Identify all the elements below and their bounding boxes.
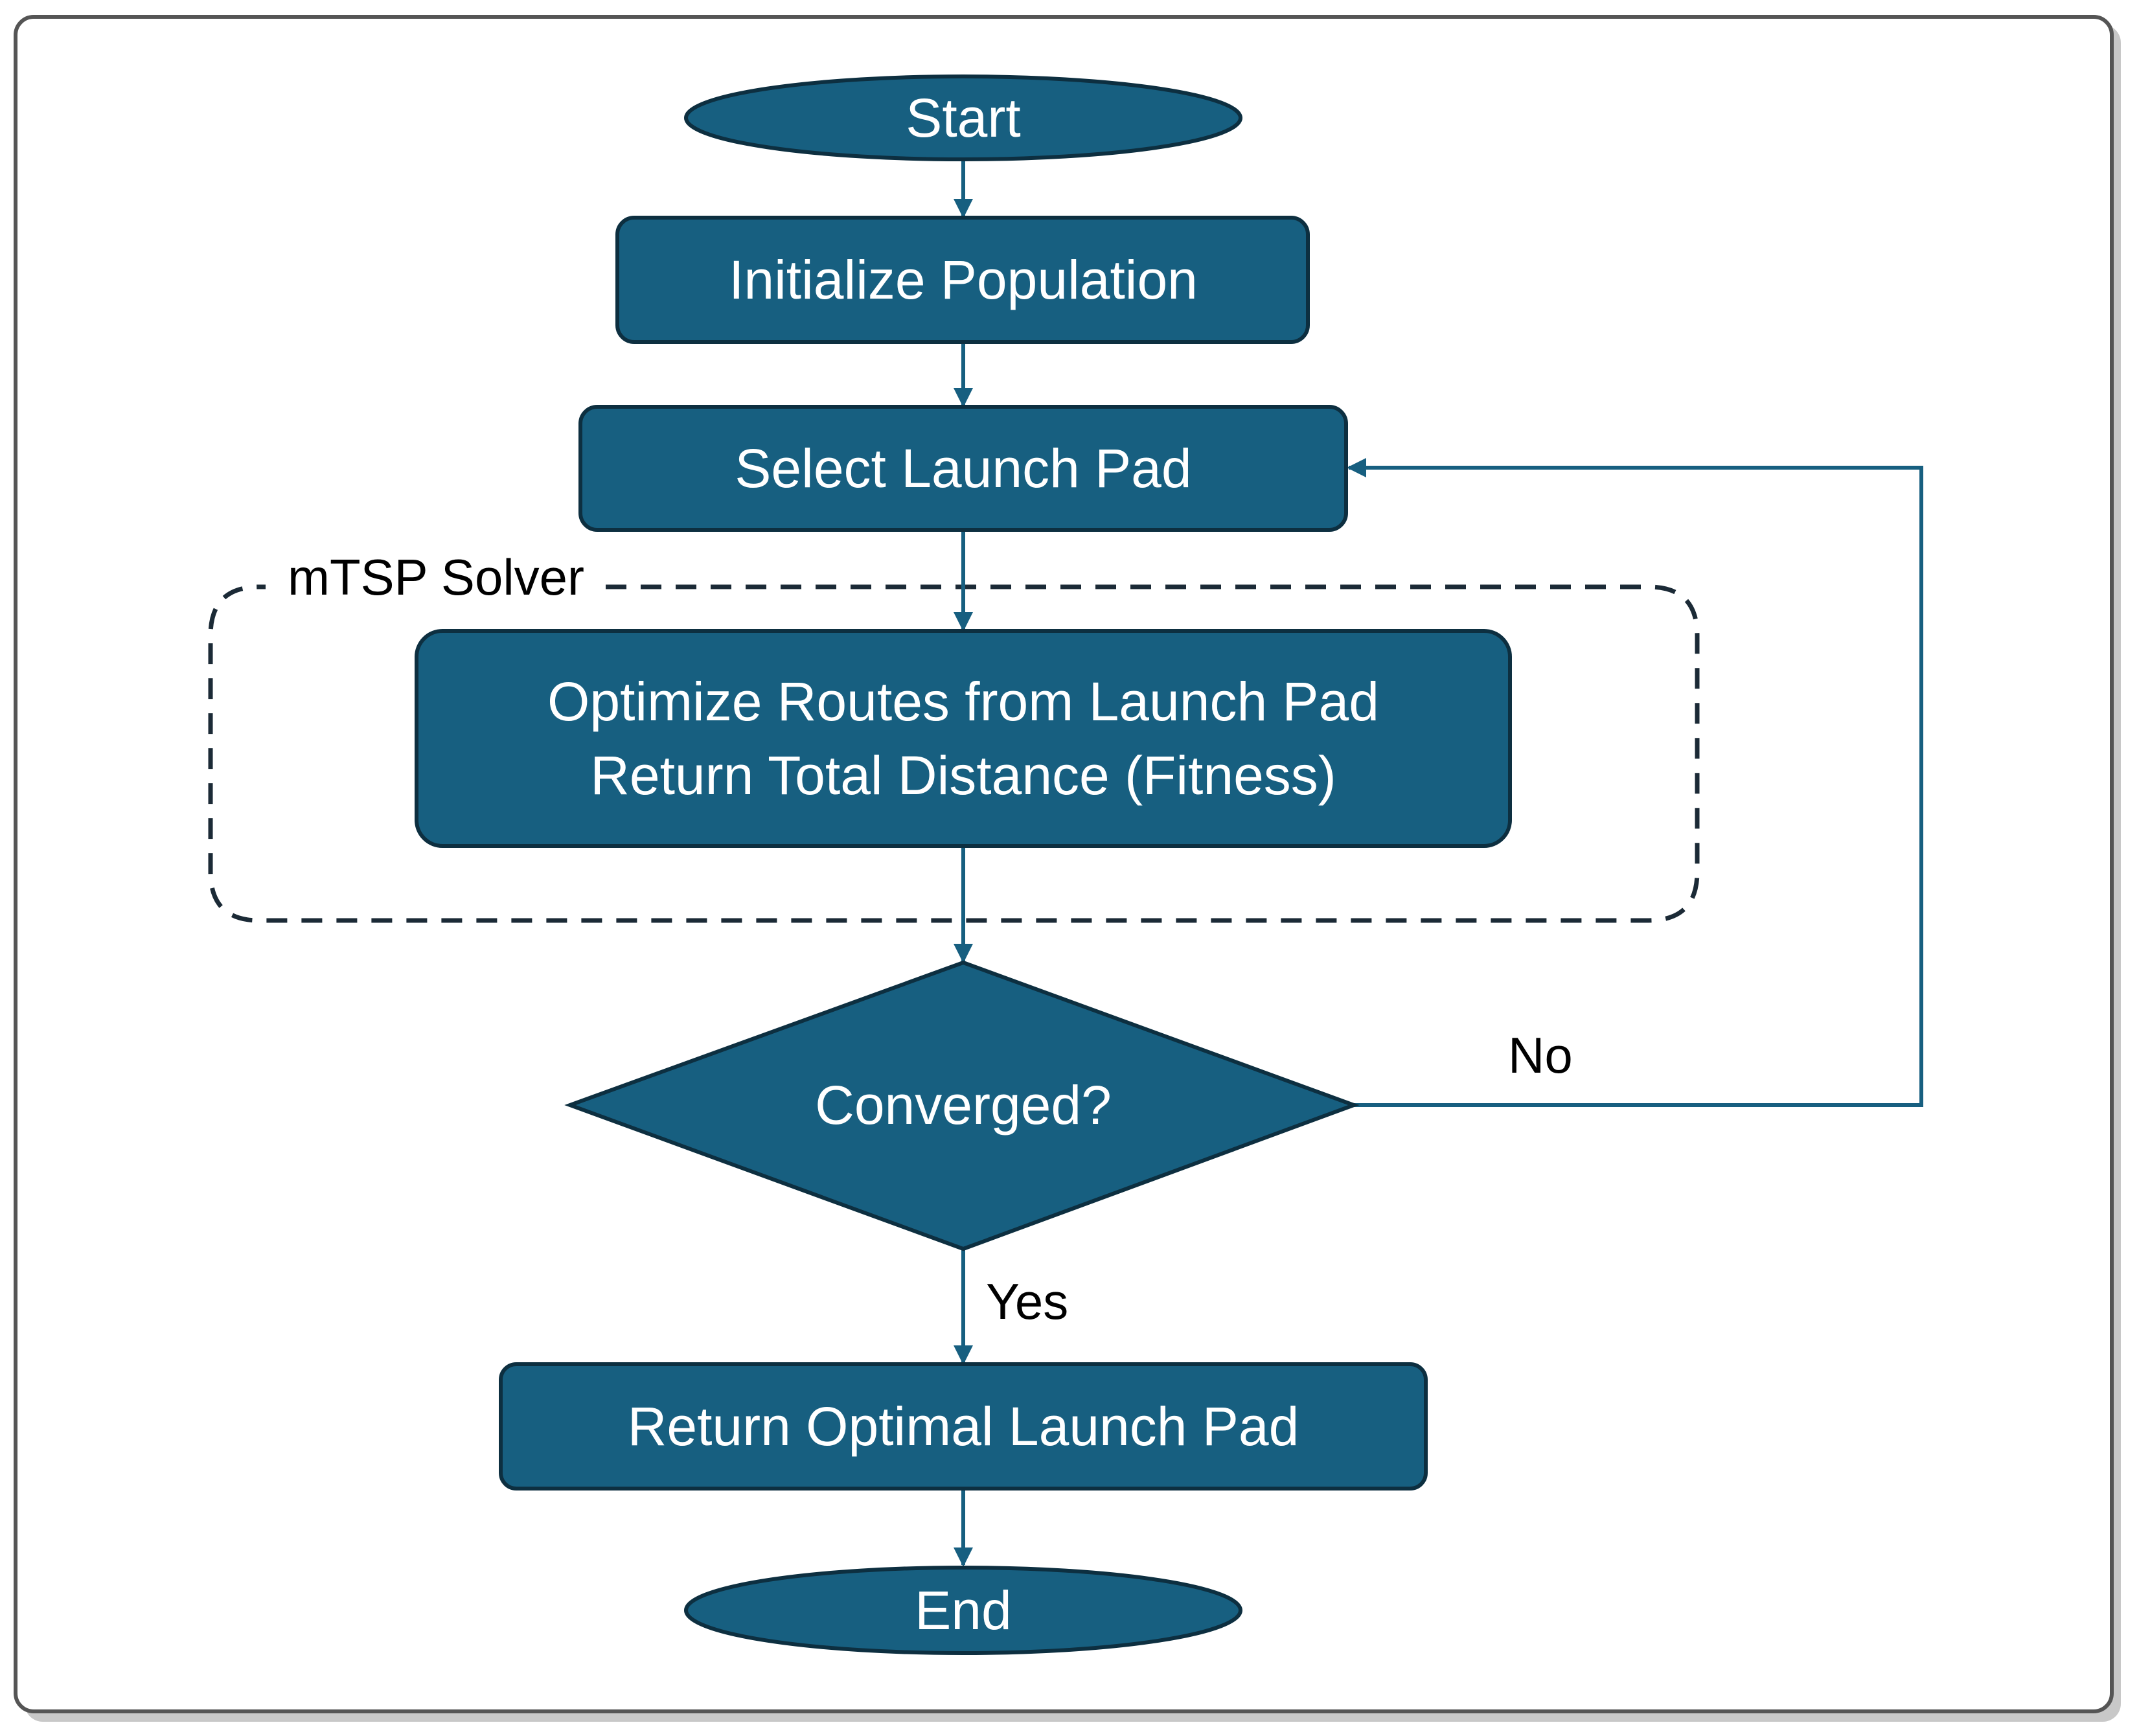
- start-terminal[interactable]: [684, 74, 1242, 161]
- end-terminal[interactable]: [684, 1566, 1242, 1655]
- initialize-population-label: Initialize Population: [729, 249, 1198, 310]
- return-optimal-launch-pad-step[interactable]: [499, 1362, 1428, 1490]
- converged-decision[interactable]: [564, 960, 1360, 1251]
- initialize-population-step[interactable]: [615, 216, 1310, 344]
- end-label: End: [915, 1580, 1011, 1641]
- select-launch-pad-step[interactable]: [578, 405, 1348, 532]
- start-label: Start: [906, 87, 1020, 148]
- optimize-routes-step[interactable]: [415, 629, 1512, 848]
- return-optimal-launch-pad-label: Return Optimal Launch Pad: [628, 1396, 1299, 1457]
- edge-yes-label: Yes: [986, 1273, 1068, 1330]
- edge-no-label: No: [1508, 1027, 1573, 1084]
- mtsp-solver-group: [208, 584, 1700, 923]
- optimize-routes-label-line2: Return Total Distance (Fitness): [590, 745, 1336, 806]
- optimize-routes-label-line1: Optimize Routes from Launch Pad: [547, 671, 1379, 732]
- converged-label: Converged?: [815, 1075, 1112, 1136]
- edge-no-loop: [1347, 458, 1923, 1107]
- select-launch-pad-label: Select Launch Pad: [735, 438, 1191, 499]
- mtsp-solver-label: mTSP Solver: [288, 549, 584, 606]
- frame: [14, 15, 2114, 1713]
